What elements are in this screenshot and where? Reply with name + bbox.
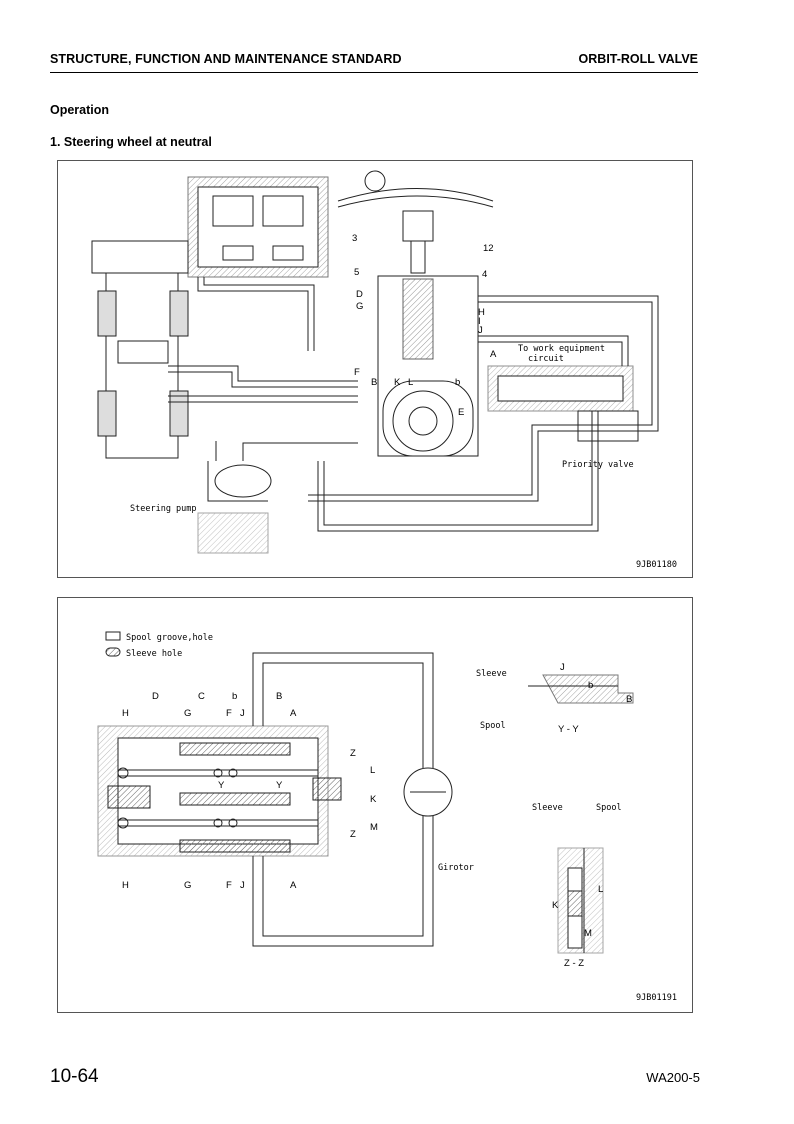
- label-A: A: [490, 349, 497, 360]
- figure-hydraulic-circuit: 3 5 12 4 D G F B K L b E H I J A To work…: [57, 160, 693, 578]
- figure2-code: 9JB01191: [636, 993, 677, 1003]
- yy-J: J: [560, 662, 565, 673]
- label-F: F: [354, 367, 360, 378]
- legend-groove-swatch: [105, 631, 121, 641]
- bottom-label-H: H: [122, 880, 129, 891]
- page-header: STRUCTURE, FUNCTION AND MAINTENANCE STAN…: [50, 52, 698, 73]
- header-section-title: STRUCTURE, FUNCTION AND MAINTENANCE STAN…: [50, 52, 402, 66]
- girotor-label: Girotor: [438, 863, 474, 873]
- side-label-L: L: [370, 765, 375, 776]
- zz-spool: Spool: [596, 803, 622, 813]
- side-label-Z2: Z: [350, 829, 356, 840]
- yy-spool: Spool: [480, 721, 506, 731]
- top-label-A: A: [290, 708, 297, 719]
- side-label-K: K: [370, 794, 377, 805]
- steering-pump-label: Steering pump: [130, 504, 197, 514]
- label-3: 3: [352, 233, 357, 244]
- bottom-label-F: F: [226, 880, 232, 891]
- figure1-code: 9JB01180: [636, 560, 677, 570]
- top-label-C: C: [198, 691, 205, 702]
- label-I: I: [478, 316, 481, 327]
- legend-sleeve-swatch: [105, 647, 121, 657]
- priority-valve-label: Priority valve: [562, 460, 634, 470]
- label-K: K: [394, 377, 401, 388]
- header-component-title: ORBIT-ROLL VALVE: [578, 52, 698, 66]
- label-B: B: [371, 377, 377, 388]
- label-b: b: [455, 377, 460, 388]
- side-label-Y1: Y: [218, 780, 225, 791]
- zz-K: K: [552, 900, 559, 911]
- top-label-D: D: [152, 691, 159, 702]
- yy-b: b: [588, 680, 593, 691]
- top-label-b: b: [232, 691, 237, 702]
- side-label-Y2: Y: [276, 780, 283, 791]
- top-label-G: G: [184, 708, 191, 719]
- label-H: H: [478, 307, 485, 318]
- page-number: 10-64: [50, 1066, 99, 1087]
- bottom-label-G: G: [184, 880, 191, 891]
- label-J: J: [478, 325, 483, 336]
- zz-caption: Z - Z: [564, 958, 584, 969]
- bottom-label-A: A: [290, 880, 297, 891]
- valve-section-diagram: Spool groove,hole Sleeve hole: [97, 631, 677, 1003]
- top-label-F: F: [226, 708, 232, 719]
- top-label-H: H: [122, 708, 129, 719]
- bottom-label-J: J: [240, 880, 245, 891]
- zz-sleeve: Sleeve: [532, 803, 563, 813]
- yy-B: B: [626, 694, 632, 705]
- label-E: E: [458, 407, 464, 418]
- section-title: Operation: [50, 103, 110, 117]
- work-circuit-line1: To work equipment: [518, 344, 605, 354]
- hydraulic-circuit-diagram: 3 5 12 4 D G F B K L b E H I J A To work…: [91, 170, 677, 570]
- legend-groove-text: Spool groove,hole: [126, 633, 213, 643]
- side-label-Z1: Z: [350, 748, 356, 759]
- top-label-B: B: [276, 691, 282, 702]
- model-name: WA200-5: [646, 1070, 700, 1085]
- label-L: L: [408, 377, 413, 388]
- label-4: 4: [482, 269, 487, 280]
- zz-M: M: [584, 928, 592, 939]
- yy-caption: Y - Y: [558, 724, 579, 735]
- figure-valve-section: Spool groove,hole Sleeve hole: [57, 597, 693, 1013]
- zz-L: L: [598, 884, 603, 895]
- label-G: G: [356, 301, 363, 312]
- label-12: 12: [483, 243, 494, 254]
- side-label-M: M: [370, 822, 378, 833]
- legend-sleeve-text: Sleeve hole: [126, 649, 182, 659]
- section-subtitle: 1. Steering wheel at neutral: [50, 135, 212, 149]
- top-label-J: J: [240, 708, 245, 719]
- yy-sleeve: Sleeve: [476, 669, 507, 679]
- label-5: 5: [354, 267, 359, 278]
- label-D: D: [356, 289, 363, 300]
- work-circuit-line2: circuit: [528, 354, 564, 364]
